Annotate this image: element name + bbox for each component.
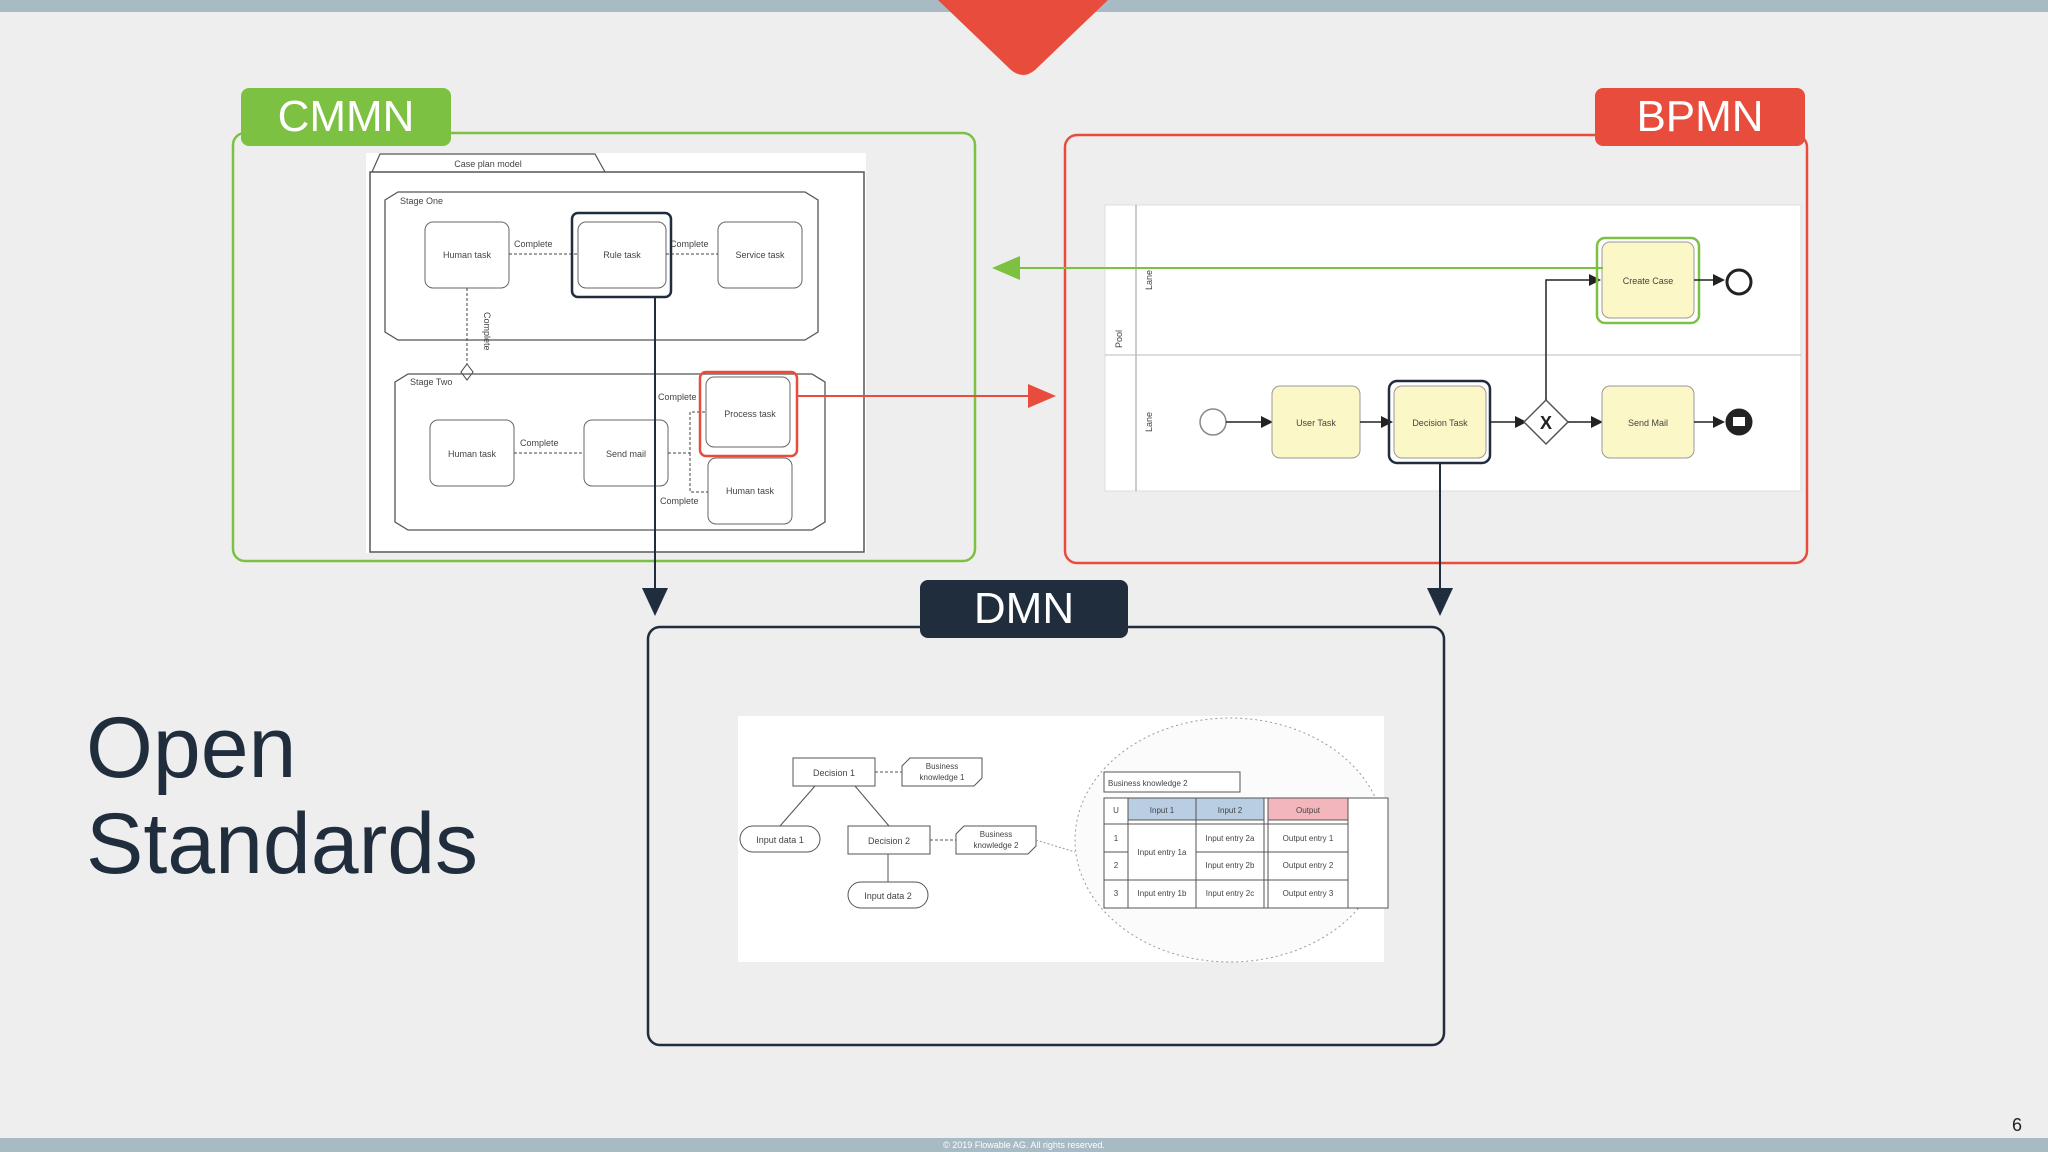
dmn-entry-2c: Input entry 2c bbox=[1206, 889, 1254, 898]
cmmn-human-task-3: Human task bbox=[726, 486, 775, 496]
dmn-table-title: Business knowledge 2 bbox=[1108, 779, 1188, 788]
cmmn-process-task: Process task bbox=[724, 409, 776, 419]
dmn-bk2-line1: Business bbox=[980, 830, 1012, 839]
cmmn-send-mail: Send mail bbox=[606, 449, 646, 459]
cmmn-tag: CMMN bbox=[241, 88, 451, 146]
cmmn-stage-one-label: Stage One bbox=[400, 196, 443, 206]
dmn-tag: DMN bbox=[920, 580, 1128, 638]
dmn-row2-num: 2 bbox=[1114, 861, 1119, 870]
dmn-bk1-line2: knowledge 1 bbox=[920, 773, 965, 782]
dmn-row3-num: 3 bbox=[1114, 889, 1119, 898]
cmmn-complete-2: Complete bbox=[670, 239, 709, 249]
dmn-out-1: Output entry 1 bbox=[1283, 834, 1334, 843]
bpmn-lane-1-label: Lane bbox=[1144, 270, 1154, 290]
bpmn-pool-label: Pool bbox=[1114, 330, 1124, 348]
copyright-text: © 2019 Flowable AG. All rights reserved. bbox=[943, 1140, 1105, 1150]
dmn-input-data-1: Input data 1 bbox=[756, 835, 804, 845]
cmmn-case-plan-label: Case plan model bbox=[454, 159, 522, 169]
connectors bbox=[642, 256, 1603, 616]
dmn-entry-1a: Input entry 1a bbox=[1138, 848, 1187, 857]
cmmn-rule-task: Rule task bbox=[603, 250, 641, 260]
cmmn-to-bpmn-arrowhead bbox=[1028, 384, 1056, 408]
cmmn-service-task: Service task bbox=[735, 250, 785, 260]
cmmn-human-task-2: Human task bbox=[448, 449, 497, 459]
bpmn-to-cmmn-arrowhead bbox=[992, 256, 1020, 280]
cmmn-complete-5: Complete bbox=[658, 392, 697, 402]
cmmn-frame bbox=[231, 131, 977, 563]
cmmn-process-task-highlight bbox=[698, 370, 799, 458]
cmmn-diagram: Case plan model Stage One Human task Rul… bbox=[366, 153, 866, 553]
bpmn-send-mail: Send Mail bbox=[1628, 418, 1668, 428]
bpmn-frame bbox=[1063, 133, 1809, 565]
bpmn-diagram: Pool Lane Lane User Task Decision Task X… bbox=[1104, 204, 1802, 492]
dmn-bk2-line2: knowledge 2 bbox=[974, 841, 1019, 850]
dmn-hit-policy: U bbox=[1113, 806, 1119, 815]
top-triangle-shape bbox=[938, 0, 1108, 75]
bpmn-lane-2-label: Lane bbox=[1144, 412, 1154, 432]
cmmn-stage-two-label: Stage Two bbox=[410, 377, 452, 387]
bpmn-create-case: Create Case bbox=[1623, 276, 1674, 286]
slide-title-line-2: Standards bbox=[86, 796, 479, 892]
dmn-diagram: Decision 1 Business knowledge 1 Decision… bbox=[738, 716, 1389, 963]
dmn-entry-2b: Input entry 2b bbox=[1206, 861, 1255, 870]
dmn-input-data-2: Input data 2 bbox=[864, 891, 912, 901]
cmmn-complete-4: Complete bbox=[520, 438, 559, 448]
page-number: 6 bbox=[2012, 1115, 2023, 1135]
cmmn-to-dmn-arrowhead bbox=[642, 588, 668, 616]
svg-text:X: X bbox=[1540, 413, 1552, 433]
dmn-entry-2a: Input entry 2a bbox=[1206, 834, 1255, 843]
dmn-row1-num: 1 bbox=[1114, 834, 1119, 843]
dmn-entry-1b: Input entry 1b bbox=[1138, 889, 1187, 898]
cmmn-human-task-1: Human task bbox=[443, 250, 492, 260]
dmn-bk1-line1: Business bbox=[926, 762, 958, 771]
cmmn-complete-6: Complete bbox=[660, 496, 699, 506]
bpmn-tag: BPMN bbox=[1595, 88, 1805, 146]
cmmn-complete-3: Complete bbox=[482, 312, 492, 351]
dmn-out-2: Output entry 2 bbox=[1283, 861, 1334, 870]
dmn-decision-2: Decision 2 bbox=[868, 836, 910, 846]
slide-title: Open Standards bbox=[86, 700, 478, 892]
dmn-col-input1: Input 1 bbox=[1150, 806, 1175, 815]
slide-title-line-1: Open bbox=[86, 700, 297, 796]
cmmn-rule-task-highlight bbox=[570, 211, 673, 299]
bpmn-to-dmn-arrowhead bbox=[1427, 588, 1453, 616]
cmmn-complete-1: Complete bbox=[514, 239, 553, 249]
dmn-col-input2: Input 2 bbox=[1218, 806, 1243, 815]
bpmn-user-task: User Task bbox=[1296, 418, 1336, 428]
dmn-decision-1: Decision 1 bbox=[813, 768, 855, 778]
dmn-out-3: Output entry 3 bbox=[1283, 889, 1334, 898]
bpmn-decision-task: Decision Task bbox=[1412, 418, 1468, 428]
dmn-col-output: Output bbox=[1296, 806, 1321, 815]
bottom-bar bbox=[0, 1138, 2048, 1152]
